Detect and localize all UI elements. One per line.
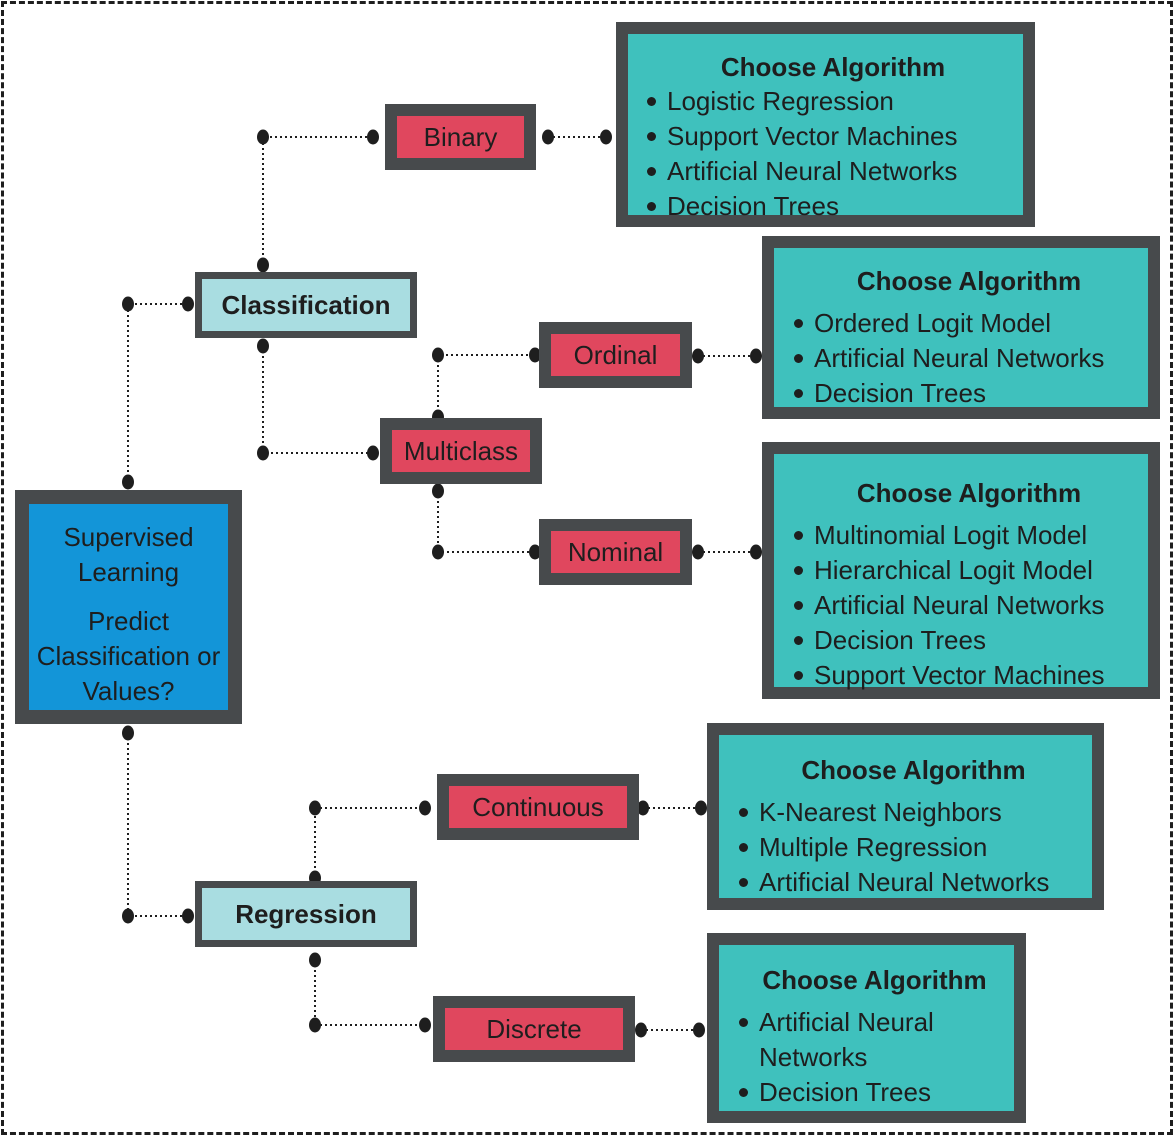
connector-line xyxy=(127,733,188,917)
root-question: Predict Classification or Values? xyxy=(36,606,221,706)
connector-dot xyxy=(257,257,269,273)
ordinal-algorithms-title: Choose Algorithm xyxy=(856,266,1082,296)
list-item: Multinomial Logit Model xyxy=(790,518,1105,553)
ordinal-algorithms-box: Choose Algorithm Ordered Logit Model Art… xyxy=(762,236,1160,419)
connector-line xyxy=(262,136,373,265)
connector-dot xyxy=(182,296,194,312)
multiclass-node: Multiclass xyxy=(380,418,542,484)
supervised-learning-node: Supervised Learning Predict Classificati… xyxy=(15,490,242,724)
discrete-algorithms-box: Choose Algorithm Artificial Neural Netwo… xyxy=(707,933,1026,1123)
list-item: Support Vector Machines xyxy=(643,119,958,154)
discrete-algorithms-list: Artificial Neural Networks Decision Tree… xyxy=(735,1005,975,1110)
list-item: Multiple Regression xyxy=(735,830,1049,865)
connector-dot xyxy=(122,296,134,312)
connector-dot xyxy=(750,544,762,560)
connector-dot xyxy=(309,1017,321,1033)
list-item: Artificial Neural Networks xyxy=(790,341,1104,376)
connector-dot xyxy=(693,1022,705,1038)
multiclass-label: Multiclass xyxy=(403,436,519,466)
connector-dot xyxy=(309,800,321,816)
connector-dot xyxy=(367,129,379,145)
connector-dot xyxy=(692,348,704,364)
connector-line xyxy=(437,491,535,553)
list-item: Decision Trees xyxy=(735,1075,975,1110)
connector-dot xyxy=(529,347,541,363)
continuous-label: Continuous xyxy=(472,792,604,822)
connector-dot xyxy=(695,800,707,816)
connector-line xyxy=(262,346,373,454)
list-item: Ordered Logit Model xyxy=(790,306,1104,341)
list-item: Decision Trees xyxy=(790,623,1105,658)
connector-dot xyxy=(257,445,269,461)
connector-dot xyxy=(419,1017,431,1033)
connector-dot xyxy=(257,129,269,145)
connector-dot xyxy=(367,445,379,461)
discrete-node: Discrete xyxy=(433,996,635,1062)
connector-dot xyxy=(182,908,194,924)
list-item: Decision Trees xyxy=(643,189,958,224)
connector-dot xyxy=(432,347,444,363)
list-item: Artificial Neural Networks xyxy=(643,154,958,189)
list-item: Hierarchical Logit Model xyxy=(790,553,1105,588)
nominal-node: Nominal xyxy=(539,519,692,585)
ordinal-label: Ordinal xyxy=(573,340,658,370)
binary-algorithms-box: Choose Algorithm Logistic Regression Sup… xyxy=(616,22,1035,227)
ordinal-node: Ordinal xyxy=(539,322,692,388)
connector-dot xyxy=(635,1022,647,1038)
connector-line xyxy=(314,960,425,1026)
root-title: Supervised Learning xyxy=(63,522,194,587)
connector-dot xyxy=(529,544,541,560)
list-item: Artificial Neural Networks xyxy=(790,588,1105,623)
continuous-algorithms-list: K-Nearest Neighbors Multiple Regression … xyxy=(735,795,1049,900)
binary-node: Binary xyxy=(385,104,536,170)
list-item: Decision Trees xyxy=(790,376,1104,411)
connector-dot xyxy=(432,483,444,499)
continuous-algorithms-title: Choose Algorithm xyxy=(801,755,1026,785)
nominal-label: Nominal xyxy=(567,537,664,567)
connector-dot xyxy=(122,908,134,924)
nominal-algorithms-list: Multinomial Logit Model Hierarchical Log… xyxy=(790,518,1105,693)
connector-dot xyxy=(257,338,269,354)
discrete-label: Discrete xyxy=(486,1014,582,1044)
list-item: K-Nearest Neighbors xyxy=(735,795,1049,830)
regression-node: Regression xyxy=(195,881,417,947)
connector-dot xyxy=(122,474,134,490)
connector-dot xyxy=(692,544,704,560)
connector-line xyxy=(314,807,425,878)
binary-algorithms-list: Logistic Regression Support Vector Machi… xyxy=(643,84,958,224)
ordinal-algorithms-list: Ordered Logit Model Artificial Neural Ne… xyxy=(790,306,1104,411)
connector-dot xyxy=(542,129,554,145)
connector-line xyxy=(437,354,535,417)
list-item: Artificial Neural Networks xyxy=(735,1005,975,1075)
classification-node: Classification xyxy=(195,272,417,338)
connector-dot xyxy=(750,348,762,364)
list-item: Logistic Regression xyxy=(643,84,958,119)
continuous-node: Continuous xyxy=(437,774,639,840)
regression-label: Regression xyxy=(235,899,377,929)
connector-dot xyxy=(309,952,321,968)
binary-algorithms-title: Choose Algorithm xyxy=(720,52,946,82)
connector-dot xyxy=(600,129,612,145)
connector-dot xyxy=(122,725,134,741)
continuous-algorithms-box: Choose Algorithm K-Nearest Neighbors Mul… xyxy=(707,723,1104,910)
connector-line xyxy=(127,303,188,482)
connector-dot xyxy=(432,544,444,560)
discrete-algorithms-title: Choose Algorithm xyxy=(762,965,987,995)
list-item: Support Vector Machines xyxy=(790,658,1105,693)
nominal-algorithms-box: Choose Algorithm Multinomial Logit Model… xyxy=(762,442,1160,699)
classification-label: Classification xyxy=(221,290,391,320)
connector-dot xyxy=(419,800,431,816)
list-item: Artificial Neural Networks xyxy=(735,865,1049,900)
binary-label: Binary xyxy=(423,122,498,152)
nominal-algorithms-title: Choose Algorithm xyxy=(856,478,1082,508)
connector-dot xyxy=(637,800,649,816)
